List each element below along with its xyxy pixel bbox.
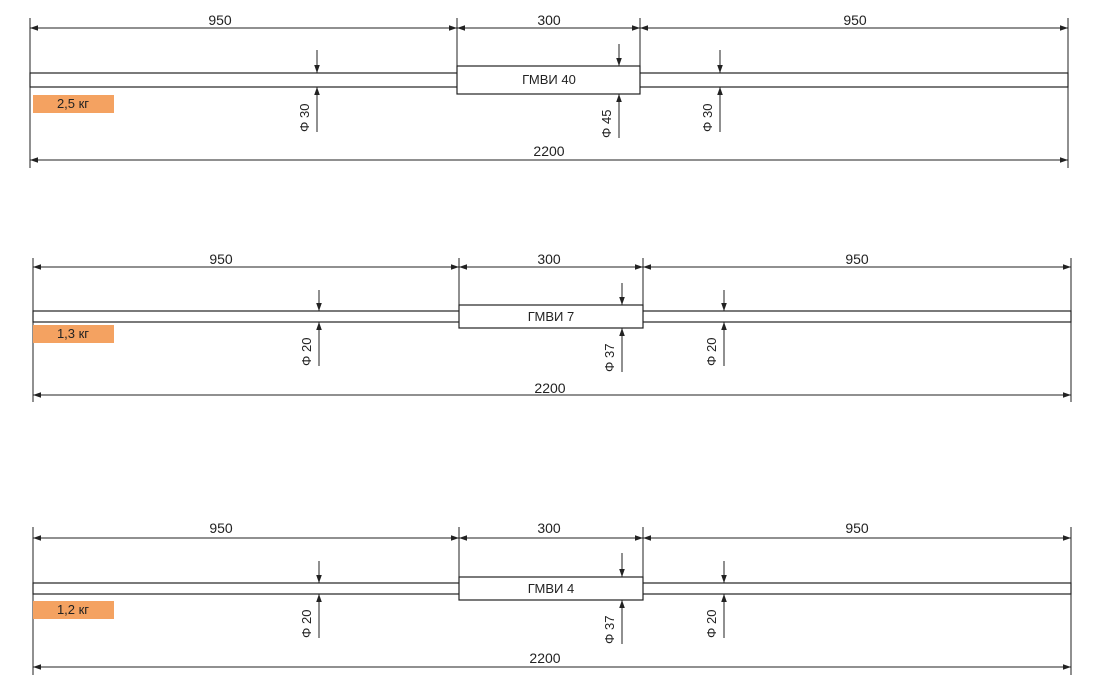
bar-drawing-2: 950 300 950 ГМВИ 7 1,3 кг Φ 20 Φ 37 Φ 20…: [32, 251, 1072, 402]
weight-label: 2,5 кг: [57, 96, 89, 111]
diameter-left-label: Φ 20: [299, 610, 314, 638]
diameter-right-label: Φ 20: [704, 610, 719, 638]
center-block: [458, 576, 644, 601]
diameter-center-label: Φ 37: [602, 344, 617, 372]
diameter-right-label: Φ 20: [704, 338, 719, 366]
dimension-right-label: 950: [845, 520, 869, 536]
bar-label: ГМВИ 4: [528, 581, 574, 596]
bar-drawing-3: 950 300 950 ГМВИ 4 1,2 кг Φ 20 Φ 37 Φ 20…: [32, 520, 1072, 675]
dimension-total-label: 2200: [533, 143, 564, 159]
dimension-total-label: 2200: [534, 380, 565, 396]
weight-badge: [33, 325, 114, 343]
bar-drawing-1: 950 300 950 ГМВИ 40 2,5 кг Φ 30 Φ 45 Φ 3…: [29, 12, 1069, 168]
dimension-center-label: 300: [537, 251, 561, 267]
weight-label: 1,3 кг: [57, 326, 89, 341]
diameter-left-label: Φ 30: [297, 104, 312, 132]
diameter-center-label: Φ 45: [599, 110, 614, 138]
dimension-left-label: 950: [209, 251, 233, 267]
weight-label: 1,2 кг: [57, 602, 89, 617]
bar-label: ГМВИ 40: [522, 72, 576, 87]
dimension-center-label: 300: [537, 520, 561, 536]
diameter-right-label: Φ 30: [700, 104, 715, 132]
bar-label: ГМВИ 7: [528, 309, 574, 324]
dimension-left-label: 950: [209, 520, 233, 536]
center-block: [458, 304, 644, 329]
dimension-left-label: 950: [208, 12, 232, 28]
weight-badge: [33, 95, 114, 113]
weight-badge: [33, 601, 114, 619]
diameter-left-label: Φ 20: [299, 338, 314, 366]
center-block: [456, 65, 641, 95]
dimension-right-label: 950: [843, 12, 867, 28]
dimension-center-label: 300: [537, 12, 561, 28]
diameter-center-label: Φ 37: [602, 616, 617, 644]
dimension-right-label: 950: [845, 251, 869, 267]
dimension-total-label: 2200: [529, 650, 560, 666]
